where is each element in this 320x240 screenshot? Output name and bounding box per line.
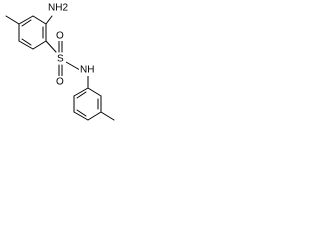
nh-label: NH bbox=[80, 65, 94, 76]
bond-ring1-f bbox=[18, 15, 34, 25]
bond-ring2-c bbox=[87, 111, 102, 121]
nh-label-bg bbox=[79, 64, 97, 76]
upper-benzene-ring bbox=[18, 15, 47, 50]
bond-ring2-a bbox=[87, 87, 102, 97]
oxygen-bottom-label: O bbox=[56, 77, 64, 88]
sulfur-label: S bbox=[57, 54, 64, 65]
oxygen-top-label: O bbox=[56, 31, 64, 42]
chemical-structure: NH2 S O O NH bbox=[5, 2, 115, 121]
o-top-label-bg bbox=[55, 30, 66, 41]
double-bond-ring2-b bbox=[76, 109, 87, 117]
bond-ring1-a bbox=[32, 15, 47, 25]
o-bottom-label-bg bbox=[55, 76, 66, 87]
bond-ring2-f bbox=[73, 87, 89, 97]
nh2-label-bg bbox=[47, 2, 67, 14]
bond-ring1-d bbox=[18, 40, 34, 50]
amino-bond bbox=[45, 15, 53, 25]
s-label-bg bbox=[55, 53, 66, 64]
methyl-bond-upper bbox=[5, 15, 20, 25]
bond-ring1-c bbox=[32, 40, 47, 50]
double-bond-ring2-c bbox=[76, 91, 87, 99]
methyl-bond-lower bbox=[100, 111, 115, 121]
double-bond-ring1-b bbox=[21, 38, 32, 46]
ring-to-sulfur-bond bbox=[45, 40, 57, 53]
lower-benzene-ring bbox=[73, 87, 102, 121]
bond-ring2-d bbox=[73, 111, 89, 121]
sulfur-to-nh-bond bbox=[65, 61, 81, 71]
nh2-label: NH2 bbox=[48, 3, 68, 14]
double-bond-ring1-c bbox=[21, 19, 32, 27]
